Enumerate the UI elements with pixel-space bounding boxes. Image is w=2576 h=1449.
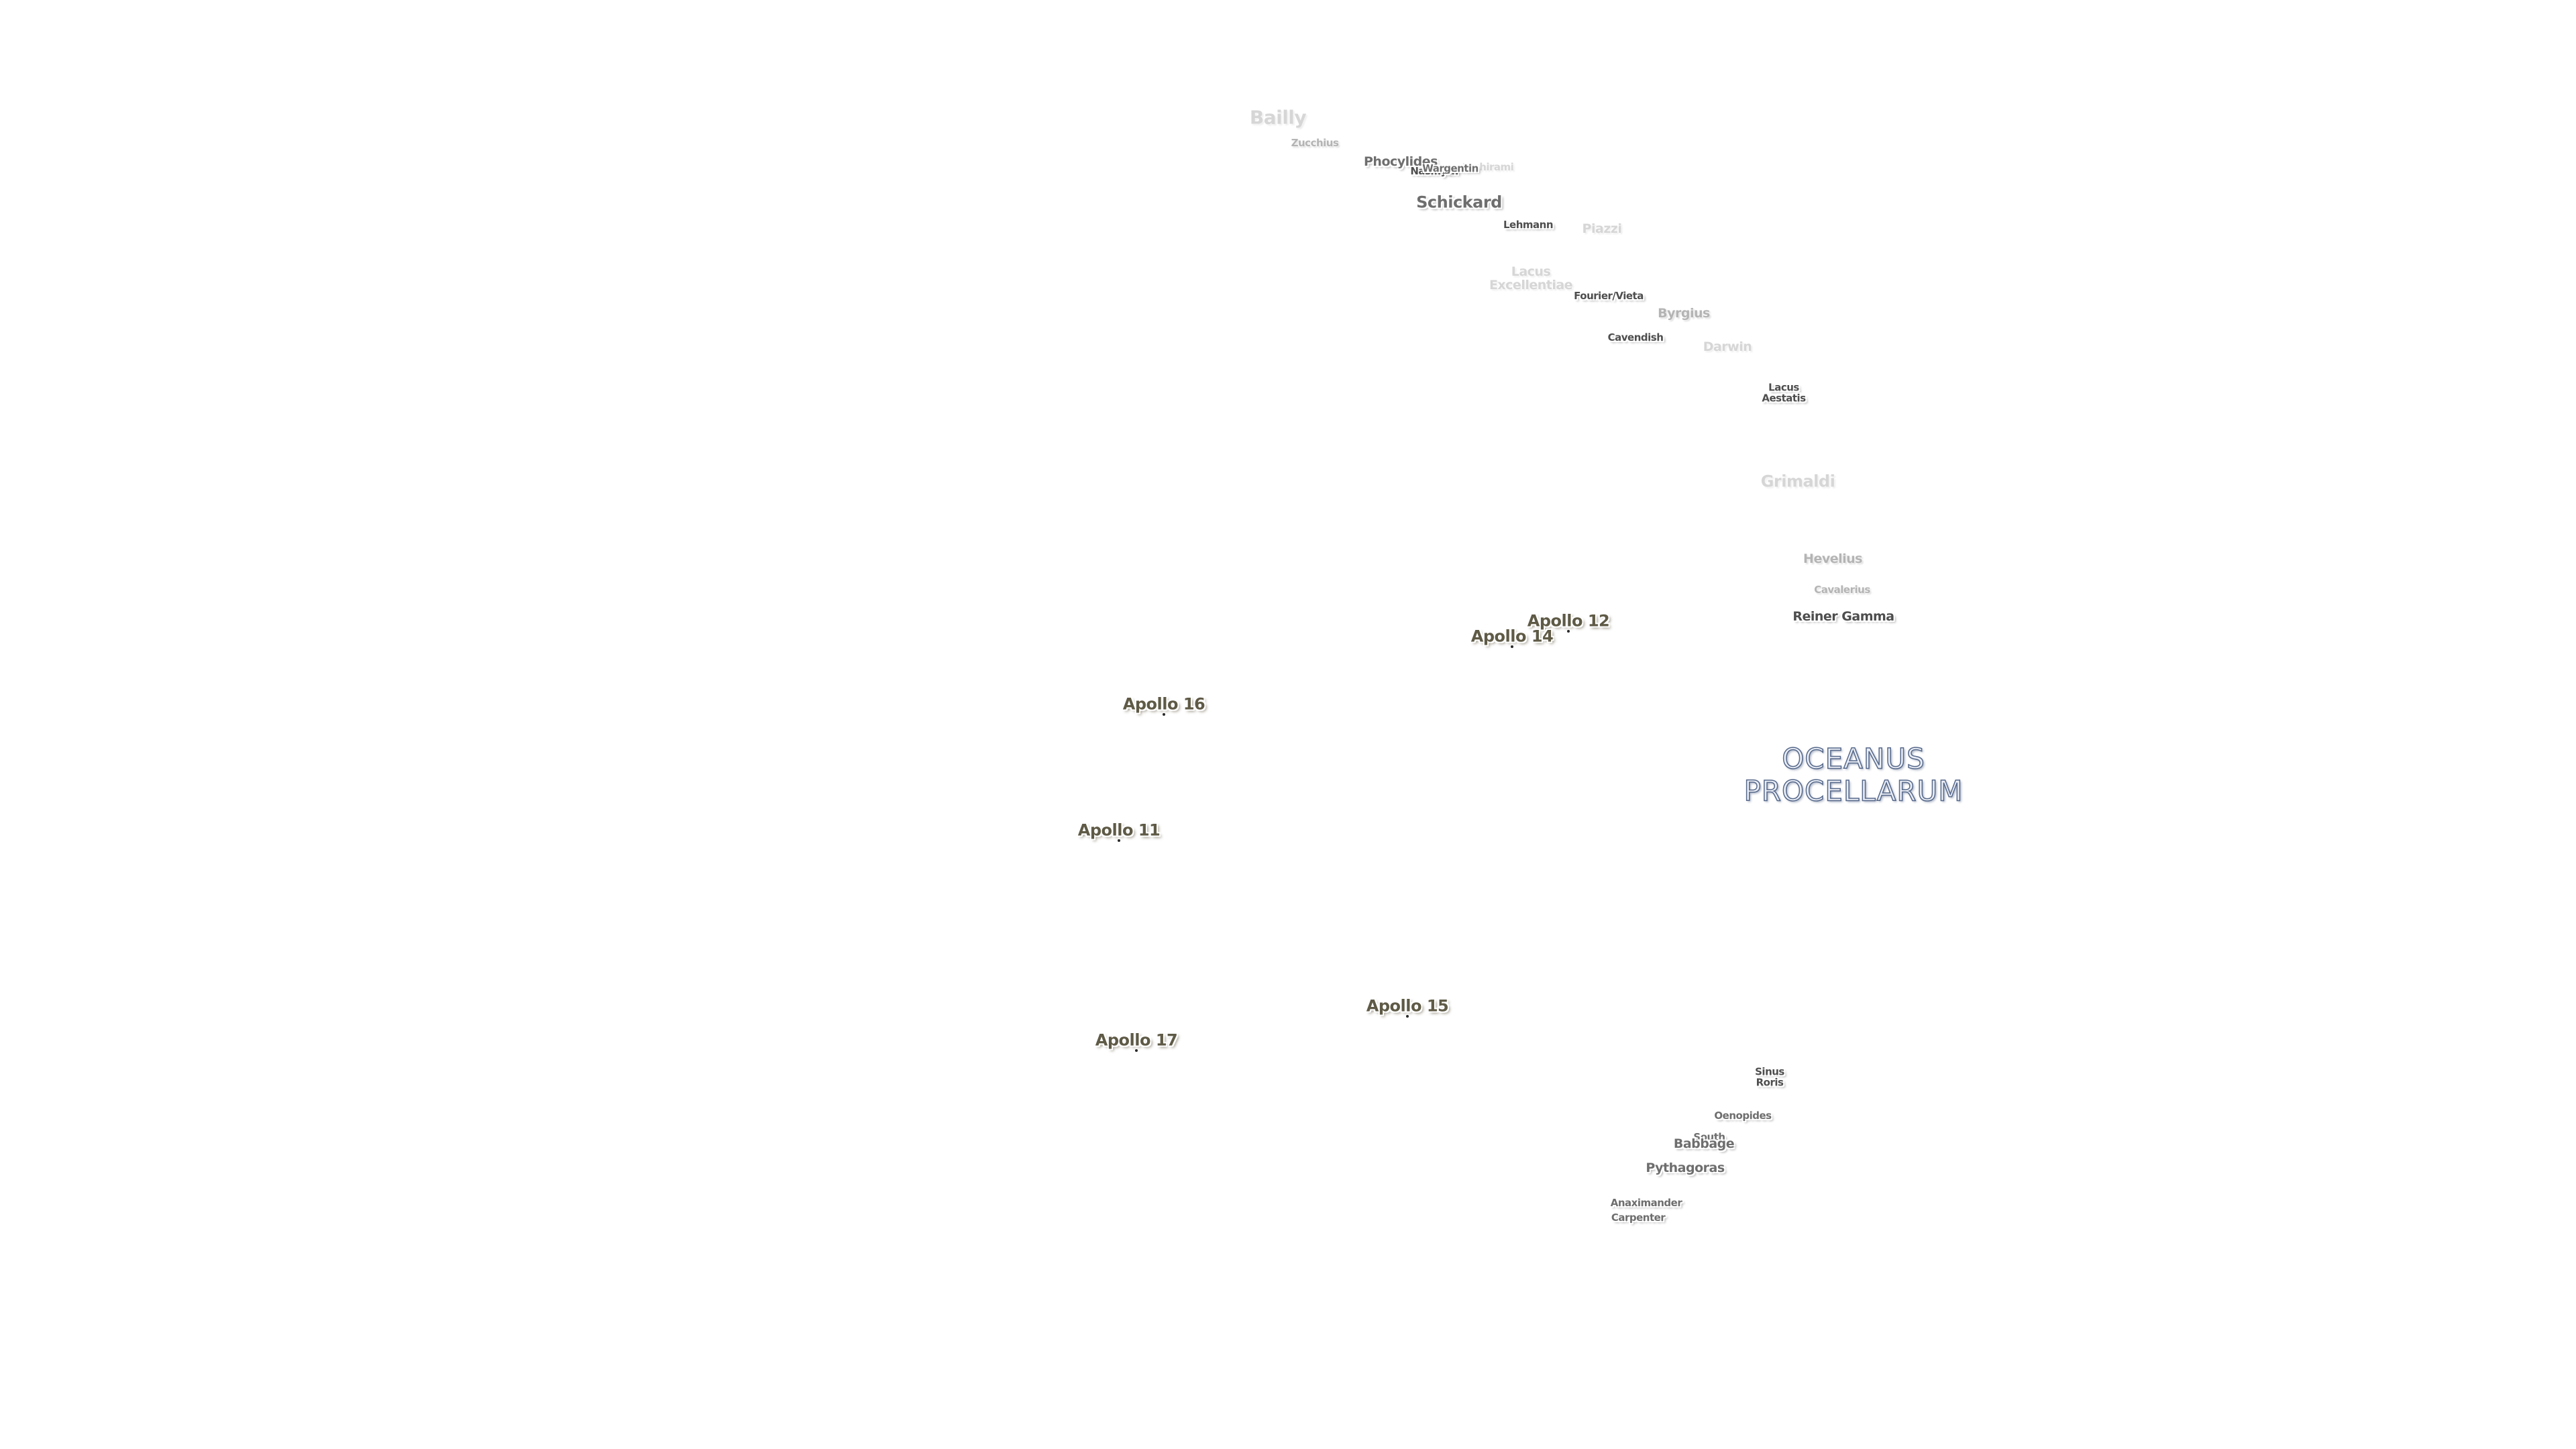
apollo-14-label[interactable]: Apollo 14 <box>1470 627 1554 646</box>
mare-label-line-1: OCEANUS <box>1781 742 1925 775</box>
crater-label-oenopides: Oenopides <box>1714 1110 1772 1122</box>
lacus-aestatis-label: Lacus Aestatis <box>1762 381 1806 404</box>
crater-label-cavalerius: Cavalerius <box>1814 584 1870 596</box>
lacus-aestatis-line-1: Lacus <box>1768 381 1799 394</box>
feature-label-reiner-gamma: Reiner Gamma <box>1792 609 1894 625</box>
mare-label-line-2: PROCELLARUM <box>1743 774 1964 808</box>
crater-label-hevelius: Hevelius <box>1803 551 1862 567</box>
apollo-16-label[interactable]: Apollo 16 <box>1122 694 1205 714</box>
crater-label-wargentin: Wargentin <box>1422 162 1479 175</box>
apollo-14-marker[interactable] <box>1511 645 1513 648</box>
crater-label-inghirami: Inghirami <box>1462 161 1514 174</box>
apollo-15-marker[interactable] <box>1406 1015 1409 1018</box>
crater-label-anaximander: Anaximander <box>1610 1197 1682 1210</box>
crater-label-babbage: Babbage <box>1673 1136 1735 1152</box>
crater-label-grimaldi: Grimaldi <box>1760 472 1835 491</box>
apollo-12-marker[interactable] <box>1567 630 1570 633</box>
crater-label-carpenter: Carpenter <box>1611 1212 1666 1224</box>
crater-label-schickard: Schickard <box>1416 193 1502 212</box>
crater-label-lehmann: Lehmann <box>1503 219 1554 231</box>
crater-label-fourier-vieta: Fourier/Vieta <box>1574 290 1644 303</box>
crater-label-zucchius: Zucchius <box>1291 137 1339 150</box>
crater-label-nasmyth: Nasmyth <box>1410 165 1458 178</box>
sinus-roris-label: Sinus Roris <box>1755 1065 1784 1088</box>
lacus-excellentiae-line-2: Excellentiae <box>1489 278 1573 292</box>
crater-label-piazzi: Piazzi <box>1582 221 1622 237</box>
crater-label-pythagoras: Pythagoras <box>1646 1161 1725 1176</box>
crater-label-cavendish: Cavendish <box>1607 331 1664 344</box>
crater-label-phocylides: Phocylides <box>1364 154 1438 170</box>
lacus-excellentiae-line-1: Lacus <box>1511 264 1551 280</box>
sinus-roris-line-2: Roris <box>1756 1076 1784 1088</box>
sinus-roris-line-1: Sinus <box>1755 1065 1784 1078</box>
crater-label-darwin: Darwin <box>1703 339 1752 355</box>
apollo-11-label[interactable]: Apollo 11 <box>1077 820 1161 840</box>
crater-label-byrgius: Byrgius <box>1658 306 1710 321</box>
apollo-17-label[interactable]: Apollo 17 <box>1095 1030 1178 1050</box>
apollo-15-label[interactable]: Apollo 15 <box>1366 996 1449 1016</box>
lacus-aestatis-line-2: Aestatis <box>1762 392 1806 404</box>
lacus-excellentiae-label: Lacus Excellentiae <box>1489 264 1573 292</box>
apollo-11-marker[interactable] <box>1118 839 1120 842</box>
crater-label-south: South <box>1693 1131 1725 1144</box>
apollo-16-marker[interactable] <box>1163 713 1165 716</box>
crater-label-bailly: Bailly <box>1249 106 1307 129</box>
mare-label-oceanus-procellarum: OCEANUS PROCELLARUM <box>1743 742 1964 808</box>
apollo-12-label[interactable]: Apollo 12 <box>1527 611 1610 631</box>
apollo-17-marker[interactable] <box>1135 1049 1138 1052</box>
